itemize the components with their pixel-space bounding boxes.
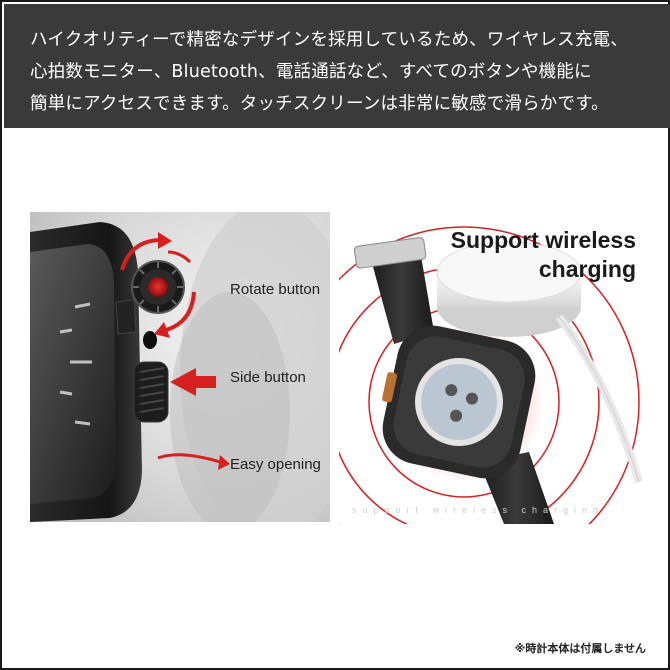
charging-illustration: [339, 226, 643, 524]
case-buttons-photo: [30, 212, 330, 522]
callout-easy-opening: Easy opening: [230, 456, 321, 473]
footnote-not-included: ※時計本体は付属しません: [514, 642, 646, 655]
banner-line-2: 心拍数モニター、Bluetooth、電話通話など、すべてのボタンや機能に: [30, 62, 592, 82]
wireless-charging-title: Support wireless charging: [451, 226, 636, 284]
watch-case-illustration: [30, 212, 330, 522]
callout-rotate-button: Rotate button: [230, 281, 321, 298]
wireless-charging-photo: [339, 212, 644, 524]
banner-line-3: 簡単にアクセスできます。タッチスクリーンは非常に敏感で滑らかです。: [30, 94, 609, 114]
faint-caption: support wireless charging: [352, 505, 605, 515]
callout-side-button: Side button: [230, 369, 306, 386]
title-line-2: charging: [538, 256, 636, 282]
description-banner: ハイクオリティーで精密なデザインを採用しているため、ワイヤレス充電、 心拍数モニ…: [4, 4, 670, 128]
title-line-1: Support wireless: [450, 227, 636, 253]
banner-line-1: ハイクオリティーで精密なデザインを採用しているため、ワイヤレス充電、: [30, 30, 628, 50]
